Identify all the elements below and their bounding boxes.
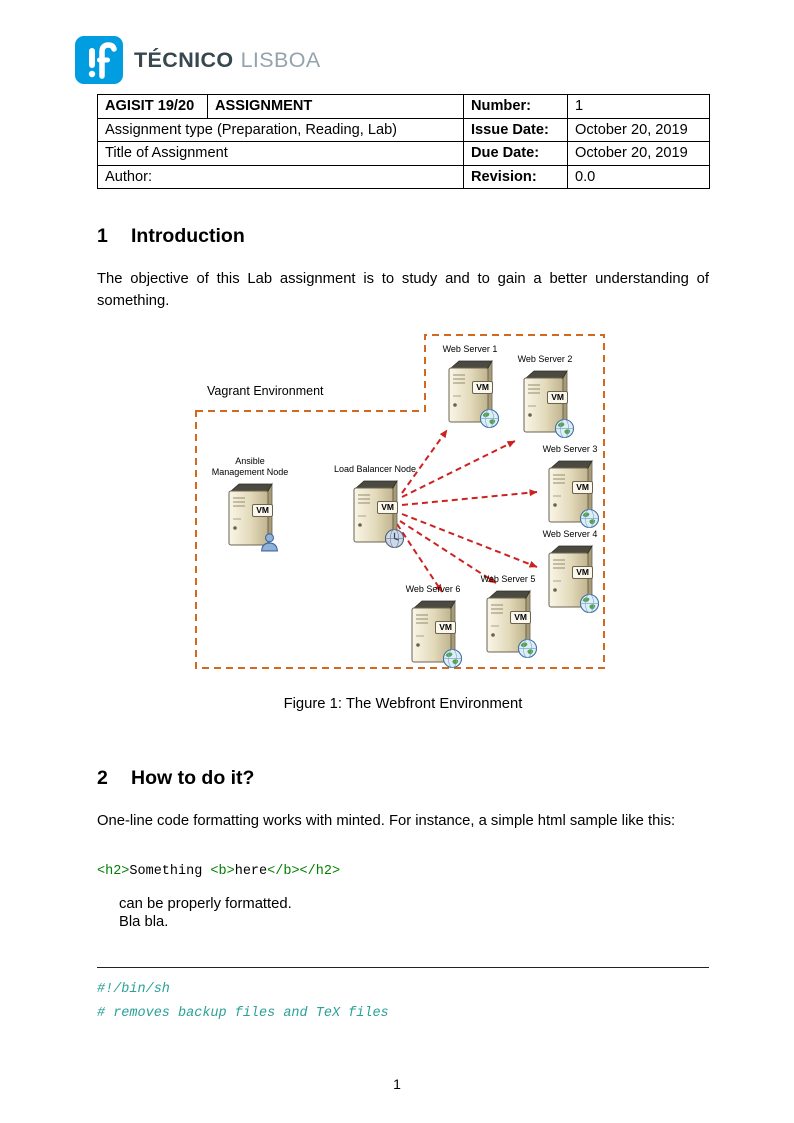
author-cell: Author:	[97, 164, 464, 189]
node-label: Web Server 6	[405, 584, 461, 594]
globe-icon	[479, 408, 500, 429]
tecnico-logo-icon	[75, 36, 123, 84]
node-web-server-4: Web Server 4 VM	[525, 529, 615, 614]
globe-icon	[579, 593, 600, 614]
issue-date-label-cell: Issue Date:	[463, 117, 568, 142]
doc-type-cell: ASSIGNMENT	[207, 94, 464, 119]
figure-caption: Figure 1: The Webfront Environment	[283, 696, 523, 712]
globe-icon	[442, 648, 463, 669]
html-code-sample: <h2>Something <b>here</b></h2>	[97, 864, 340, 879]
code-tag: <b>	[210, 864, 235, 879]
node-web-server-6: Web Server 6 VM	[388, 584, 478, 669]
tecnico-logo: TÉCNICO LISBOA	[75, 36, 321, 84]
server-icon: VM	[483, 588, 538, 659]
table-row: Author: Revision: 0.0	[97, 164, 710, 189]
code-tag: </b>	[267, 864, 300, 879]
node-label: Web Server 3	[542, 444, 598, 454]
vm-badge: VM	[510, 611, 531, 624]
server-icon: VM	[445, 358, 500, 429]
title-cell: Title of Assignment	[97, 141, 464, 166]
course-code-cell: AGISIT 19/20	[97, 94, 208, 119]
node-label: Web Server 1	[442, 344, 498, 354]
vm-badge: VM	[435, 621, 456, 634]
lb-arrow	[401, 513, 538, 568]
node-web-server-5: Web Server 5 VM	[463, 574, 553, 659]
script-line: #!/bin/sh	[97, 982, 170, 997]
node-web-server-3: Web Server 3 VM	[525, 444, 615, 529]
node-label: Web Server 4	[542, 529, 598, 539]
node-label: Load Balancer Node	[333, 464, 417, 474]
note-line: can be properly formatted.	[119, 896, 292, 912]
server-icon: VM	[225, 481, 278, 552]
code-tag: <h2>	[97, 864, 130, 879]
lb-arrow	[401, 489, 538, 506]
howto-paragraph: One-line code formatting works with mint…	[97, 813, 676, 829]
globe-icon	[517, 638, 538, 659]
table-row: Assignment type (Preparation, Reading, L…	[97, 117, 710, 142]
due-date-label-cell: Due Date:	[463, 141, 568, 166]
note-line: Bla bla.	[119, 913, 169, 930]
intro-paragraph: The objective of this Lab assignment is …	[97, 271, 709, 309]
node-label: Ansible Management Node	[211, 456, 289, 477]
globe-icon	[554, 418, 575, 439]
code-text: here	[234, 864, 268, 879]
script-line: # removes backup files and TeX files	[97, 1006, 389, 1021]
section-number: 2	[97, 767, 108, 789]
brand-primary: TÉCNICO	[134, 47, 234, 72]
node-label: Web Server 5	[480, 574, 536, 584]
section-heading-introduction: 1 Introduction	[97, 225, 245, 248]
vm-badge: VM	[572, 566, 593, 579]
shell-script-block: #!/bin/sh # removes backup files and TeX…	[97, 967, 709, 1026]
globe-icon	[579, 508, 600, 529]
vm-badge: VM	[572, 481, 593, 494]
vm-badge: VM	[377, 501, 398, 514]
code-text: Something	[129, 864, 211, 879]
section-title: Introduction	[131, 225, 245, 247]
table-row: Title of Assignment Due Date: October 20…	[97, 141, 710, 166]
vm-badge: VM	[547, 391, 568, 404]
server-icon: VM	[520, 368, 575, 439]
section-number: 1	[97, 225, 108, 247]
globe-clock-icon	[384, 528, 405, 549]
revision-value-cell: 0.0	[567, 164, 710, 189]
number-value-cell: 1	[567, 94, 710, 119]
lb-arrow	[401, 429, 448, 494]
node-ansible-management: Ansible Management Node VM	[205, 456, 295, 552]
lb-arrow	[399, 520, 497, 584]
lb-arrow	[401, 440, 516, 498]
formatted-note: can be properly formatted. Bla bla.	[119, 896, 292, 931]
server-icon: VM	[545, 543, 600, 614]
vagrant-environment-border	[195, 334, 605, 669]
lb-arrow	[396, 523, 443, 593]
server-icon: VM	[350, 478, 405, 549]
brand-secondary: LISBOA	[240, 47, 321, 72]
assignment-info-table: AGISIT 19/20 ASSIGNMENT Number: 1 Assign…	[97, 94, 710, 189]
node-web-server-2: Web Server 2 VM	[500, 354, 590, 439]
vagrant-environment-label: Vagrant Environment	[207, 384, 324, 398]
node-web-server-1: Web Server 1 VM	[425, 344, 515, 429]
vm-badge: VM	[472, 381, 493, 394]
figure-canvas	[195, 334, 605, 669]
server-icon: VM	[408, 598, 463, 669]
number-label-cell: Number:	[463, 94, 568, 119]
node-load-balancer: Load Balancer Node VM	[330, 464, 420, 549]
node-label: Web Server 2	[517, 354, 573, 364]
page-number: 1	[393, 1076, 401, 1092]
vm-badge: VM	[252, 504, 273, 517]
issue-date-value-cell: October 20, 2019	[567, 117, 710, 142]
server-icon: VM	[545, 458, 600, 529]
brand-text: TÉCNICO LISBOA	[134, 48, 321, 73]
due-date-value-cell: October 20, 2019	[567, 141, 710, 166]
code-tag: </h2>	[299, 864, 341, 879]
section-heading-howto: 2 How to do it?	[97, 767, 254, 790]
assignment-type-cell: Assignment type (Preparation, Reading, L…	[97, 117, 464, 142]
webfront-environment-figure: Vagrant Environment Ansible Management N…	[195, 330, 610, 670]
person-icon	[261, 533, 278, 552]
revision-label-cell: Revision:	[463, 164, 568, 189]
table-row: AGISIT 19/20 ASSIGNMENT Number: 1	[97, 94, 710, 119]
section-title: How to do it?	[131, 767, 255, 789]
